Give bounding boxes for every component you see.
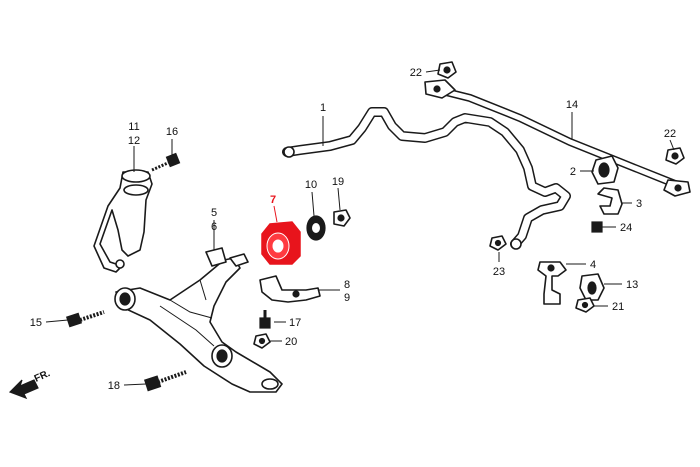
label-part-8: 8 xyxy=(344,279,350,291)
label-part-11: 11 xyxy=(128,121,139,133)
stabilizer-end-left xyxy=(283,146,295,158)
label-part-20: 20 xyxy=(285,336,297,348)
label-part-16: 16 xyxy=(166,126,178,138)
label-part-5: 5 xyxy=(211,207,217,219)
bolt-24 xyxy=(591,221,603,233)
stiffener-bar xyxy=(424,79,691,197)
stabilizer-link-4 xyxy=(537,261,567,305)
leader-lines xyxy=(45,69,675,386)
joint-13 xyxy=(579,273,605,301)
label-part-15: 15 xyxy=(30,317,42,329)
nut-23 xyxy=(489,235,507,251)
bolt-15 xyxy=(65,310,105,328)
stabilizer-bushing-2 xyxy=(591,155,619,185)
label-part-22-upper: 22 xyxy=(410,67,422,79)
washer-10 xyxy=(306,215,326,241)
stabilizer-bar xyxy=(282,107,571,250)
nut-21 xyxy=(575,297,595,313)
label-part-9: 9 xyxy=(344,292,350,304)
label-part-18: 18 xyxy=(108,380,120,392)
label-part-14: 14 xyxy=(566,99,578,111)
front-direction: FR. xyxy=(8,368,52,400)
label-part-22-right: 22 xyxy=(664,128,676,140)
highlighted-bushing xyxy=(261,221,301,265)
bolt-17 xyxy=(259,310,271,329)
label-part-3: 3 xyxy=(636,198,642,210)
label-part-21: 21 xyxy=(612,301,624,313)
label-part-6: 6 xyxy=(211,221,217,233)
front-label: FR. xyxy=(33,368,52,385)
label-part-1: 1 xyxy=(320,102,326,114)
knuckle-bracket xyxy=(93,169,153,273)
label-part-4: 4 xyxy=(590,259,596,271)
label-part-7: 7 xyxy=(270,194,276,206)
bushing-holder-3 xyxy=(597,187,623,215)
label-part-12: 12 xyxy=(128,135,140,147)
label-part-24: 24 xyxy=(620,222,632,234)
label-part-10: 10 xyxy=(305,179,317,191)
label-part-19: 19 xyxy=(332,176,344,188)
label-part-17: 17 xyxy=(289,317,301,329)
label-part-23: 23 xyxy=(493,266,505,278)
nut-22-right xyxy=(665,147,685,165)
part-labels: 1 2 3 4 5 6 7 8 9 10 11 12 13 14 15 16 1… xyxy=(30,67,676,392)
bolt-16 xyxy=(151,152,181,172)
nut-19 xyxy=(333,209,351,227)
lower-control-arm xyxy=(114,247,283,393)
arrow-front-icon xyxy=(8,379,39,400)
nut-20 xyxy=(253,333,271,349)
label-part-2: 2 xyxy=(570,166,576,178)
label-part-13: 13 xyxy=(626,279,638,291)
nut-22-upper xyxy=(437,61,457,79)
bolt-18 xyxy=(143,370,187,392)
bracket-8-9 xyxy=(259,275,321,303)
stabilizer-end-right xyxy=(510,238,522,250)
